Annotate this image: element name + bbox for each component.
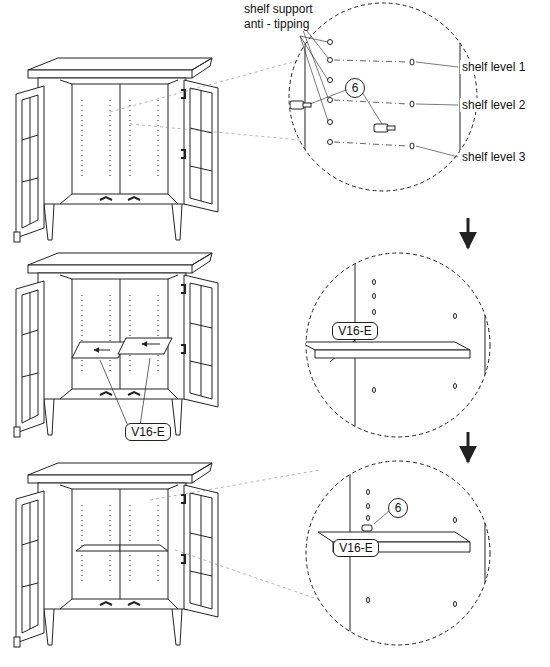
callout-text: 6 bbox=[352, 82, 359, 94]
part-label: V16-E bbox=[333, 539, 379, 557]
annotation-label: shelf support bbox=[242, 2, 315, 16]
part-label: V16-E bbox=[125, 423, 171, 441]
annotation-label: anti - tipping bbox=[242, 17, 311, 31]
part-code: V16-E bbox=[338, 325, 371, 337]
callout-text: 6 bbox=[395, 502, 402, 514]
callout-number: 6 bbox=[388, 498, 408, 518]
part-code: V16-E bbox=[339, 542, 372, 554]
part-code: V16-E bbox=[131, 426, 164, 438]
annotation-label: shelf level 1 bbox=[460, 60, 527, 74]
callout-number: 6 bbox=[345, 78, 365, 98]
annotation-label: shelf level 3 bbox=[460, 150, 527, 164]
part-label: V16-E bbox=[332, 322, 378, 340]
annotation-label: shelf level 2 bbox=[460, 98, 527, 112]
